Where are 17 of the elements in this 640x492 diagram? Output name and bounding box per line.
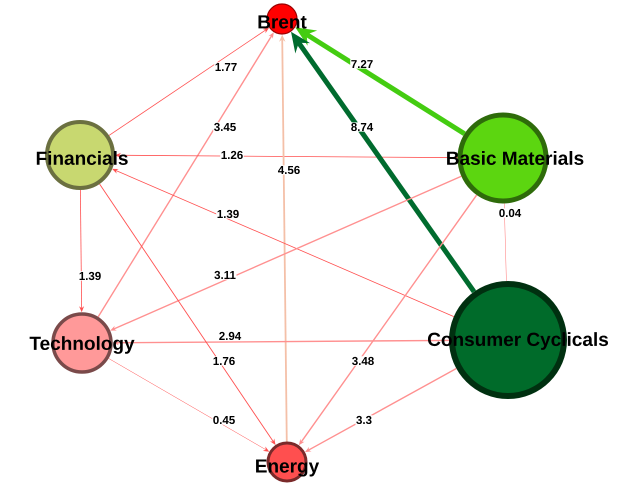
edge-label: 3.11 <box>214 270 236 280</box>
edge-label: 1.76 <box>212 356 236 366</box>
edge-label: 1.39 <box>216 209 240 219</box>
edge-label: 4.56 <box>277 165 301 175</box>
edge-label: 3.45 <box>213 122 237 132</box>
arrow <box>108 358 269 452</box>
edge-label: 7.27 <box>350 59 374 69</box>
node-label: Technology <box>30 336 135 354</box>
edge-label: 0.04 <box>498 208 522 218</box>
edge-label: 2.94 <box>218 331 242 341</box>
edge-label: 3.48 <box>351 356 375 366</box>
edge-label: 3.3 <box>355 415 373 425</box>
edge-label: 1.26 <box>220 150 244 160</box>
edge-label: 8.74 <box>350 122 374 132</box>
edge-label: 1.77 <box>214 62 238 72</box>
edge-label: 1.39 <box>78 271 102 281</box>
edge-label: 0.45 <box>212 415 236 425</box>
